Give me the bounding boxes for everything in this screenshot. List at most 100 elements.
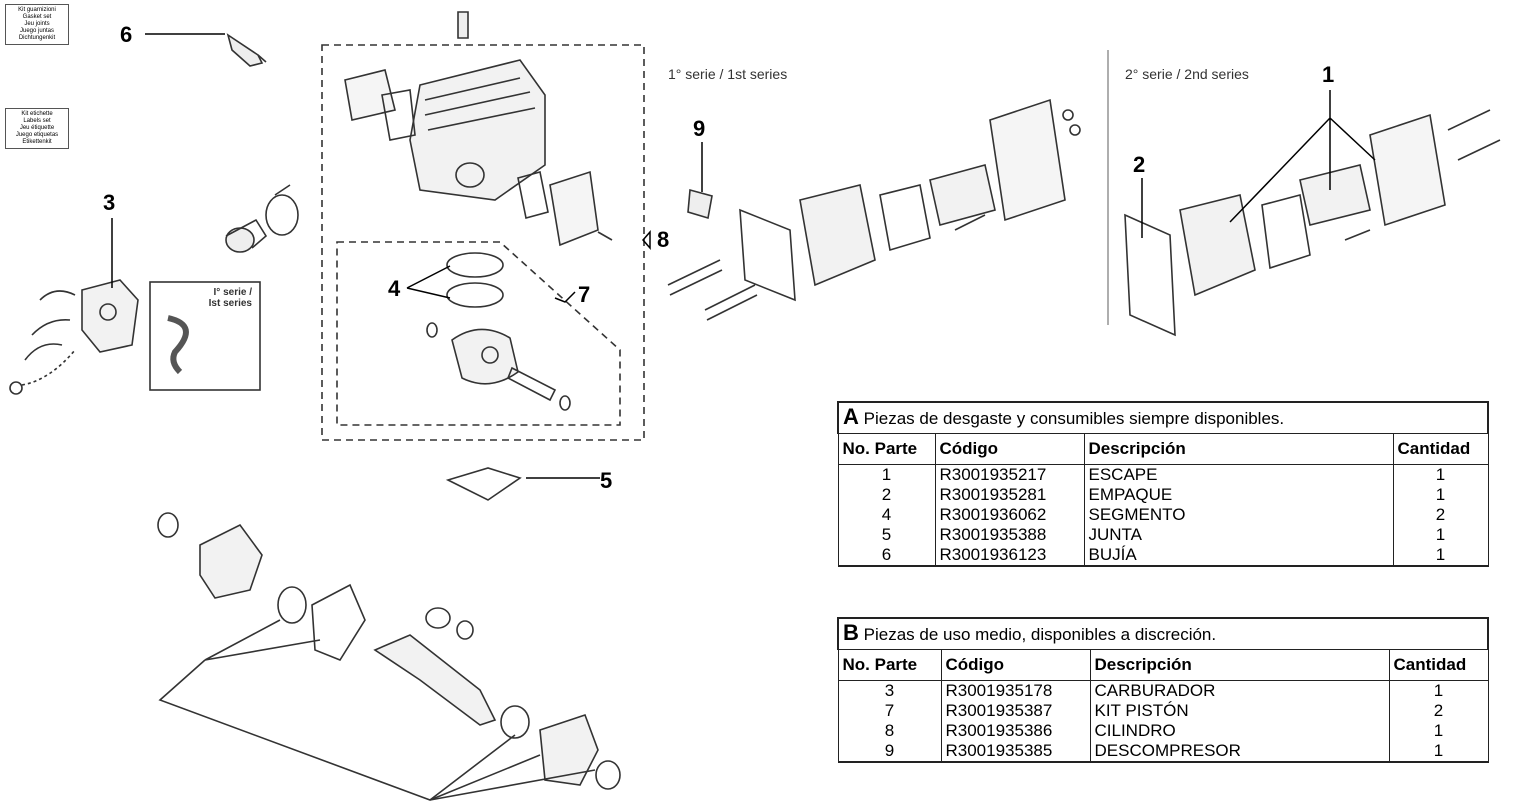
cell: R3001935388	[934, 525, 1085, 545]
col-header: Cantidad	[1388, 649, 1489, 681]
cell: R3001935387	[940, 701, 1091, 721]
callout-7: 7	[578, 282, 590, 307]
callout-3: 3	[103, 190, 115, 215]
tag-line: Kit etichette	[21, 111, 53, 117]
callout-9: 9	[693, 116, 705, 141]
cylinder-kit-box	[321, 44, 645, 441]
parts-table-a: A Piezas de desgaste y consumibles siemp…	[837, 401, 1489, 567]
cell: 1	[1392, 545, 1489, 567]
tag-line: Juego juntas	[19, 28, 55, 34]
cylinder-drawing	[344, 59, 613, 247]
cell: 8	[837, 721, 942, 741]
tag-line: Kit guarnizioni	[18, 7, 56, 13]
parts-table-b: B Piezas de uso medio, disponibles a dis…	[837, 617, 1489, 763]
table-row: 1 R3001935217 ESCAPE 1	[837, 464, 1489, 485]
carburetor-drawing	[9, 279, 139, 395]
cell: 2	[1392, 505, 1489, 525]
tag-line: Etikettenkit	[22, 139, 52, 145]
col-header: Cantidad	[1392, 433, 1489, 465]
box-label-line: Ist series	[208, 298, 252, 309]
table-a-title: Piezas de desgaste y consumibles siempre…	[863, 409, 1285, 428]
crankcase-drawing	[157, 512, 621, 801]
tag-line: Jeu joints	[24, 21, 50, 27]
cell: KIT PISTÓN	[1089, 701, 1390, 721]
cell: SEGMENTO	[1083, 505, 1394, 525]
cell: 7	[837, 701, 942, 721]
col-header: Descripción	[1089, 649, 1390, 681]
table-row: 7 R3001935387 KIT PISTÓN 2	[837, 701, 1489, 721]
cell: 4	[837, 505, 936, 525]
exhaust-series-2-drawing	[1124, 109, 1501, 337]
spark-plug-drawing	[226, 33, 267, 67]
tag-line: Labels set	[23, 118, 51, 124]
table-a-caption: A Piezas de desgaste y consumibles siemp…	[837, 401, 1489, 434]
tag-line: Juego etiquetas	[15, 132, 59, 138]
cell: 1	[837, 464, 936, 485]
cell: 2	[837, 485, 936, 505]
table-row: 4 R3001936062 SEGMENTO 2	[837, 505, 1489, 525]
first-series-box	[149, 281, 261, 391]
labels-kit-tag: Kit etichette Labels set Jeu étiquette J…	[5, 108, 69, 149]
table-row: 9 R3001935385 DESCOMPRESOR 1	[837, 741, 1489, 763]
gasket-kit-tag: Kit guarnizioni Gasket set Jeu joints Ju…	[5, 4, 69, 45]
cell: R3001935281	[934, 485, 1085, 505]
cell: 1	[1392, 525, 1489, 545]
series-2-label: 2° serie / 2nd series	[1125, 66, 1249, 82]
cell: 1	[1388, 680, 1489, 701]
box-label-line: I° serie /	[213, 287, 252, 298]
cell: 6	[837, 545, 936, 567]
callout-5: 5	[600, 468, 612, 493]
cell: 1	[1388, 741, 1489, 763]
cell: R3001935178	[940, 680, 1091, 701]
cell: R3001936123	[934, 545, 1085, 567]
callout-8: 8	[657, 227, 669, 252]
table-b-letter: B	[843, 620, 859, 645]
cell: 1	[1392, 485, 1489, 505]
piston-kit-box	[336, 241, 621, 426]
cell: 3	[837, 680, 942, 701]
callout-4: 4	[388, 276, 401, 301]
piston-drawing	[426, 252, 571, 411]
cell: R3001935385	[940, 741, 1091, 763]
series-1-label: 1° serie / 1st series	[668, 66, 788, 82]
col-header: Código	[934, 433, 1085, 465]
cell: EMPAQUE	[1083, 485, 1394, 505]
table-row: 8 R3001935386 CILINDRO 1	[837, 721, 1489, 741]
callout-1: 1	[1322, 62, 1334, 87]
cell: R3001935217	[934, 464, 1085, 485]
cell: JUNTA	[1083, 525, 1394, 545]
table-row: 5 R3001935388 JUNTA 1	[837, 525, 1489, 545]
cell: 9	[837, 741, 942, 763]
callout-6: 6	[120, 22, 132, 47]
col-header: Descripción	[1083, 433, 1394, 465]
cell: CARBURADOR	[1089, 680, 1390, 701]
tag-line: Jeu étiquette	[19, 125, 55, 131]
cell: CILINDRO	[1089, 721, 1390, 741]
tag-line: Dichtungenkit	[18, 35, 56, 41]
cell: 1	[1392, 464, 1489, 485]
col-header: No. Parte	[837, 433, 936, 465]
intake-tube-drawing	[225, 184, 299, 253]
cell: 2	[1388, 701, 1489, 721]
first-series-box-label: I° serie / Ist series	[190, 287, 252, 309]
cell: 5	[837, 525, 936, 545]
cell: R3001936062	[934, 505, 1085, 525]
exhaust-series-1-drawing	[667, 98, 1081, 321]
table-row: 6 R3001936123 BUJÍA 1	[837, 545, 1489, 567]
table-b-caption: B Piezas de uso medio, disponibles a dis…	[837, 617, 1489, 650]
table-b-title: Piezas de uso medio, disponibles a discr…	[863, 625, 1217, 644]
cell: 1	[1388, 721, 1489, 741]
cell: DESCOMPRESOR	[1089, 741, 1390, 763]
cell: BUJÍA	[1083, 545, 1394, 567]
callout-2: 2	[1133, 152, 1145, 177]
col-header: No. Parte	[837, 649, 942, 681]
cell: R3001935386	[940, 721, 1091, 741]
cell: ESCAPE	[1083, 464, 1394, 485]
tag-line: Gasket set	[22, 14, 52, 20]
col-header: Código	[940, 649, 1091, 681]
base-gasket-drawing	[445, 467, 522, 501]
table-row: 3 R3001935178 CARBURADOR 1	[837, 680, 1489, 701]
decompressor-drawing	[687, 188, 713, 220]
table-row: 2 R3001935281 EMPAQUE 1	[837, 485, 1489, 505]
